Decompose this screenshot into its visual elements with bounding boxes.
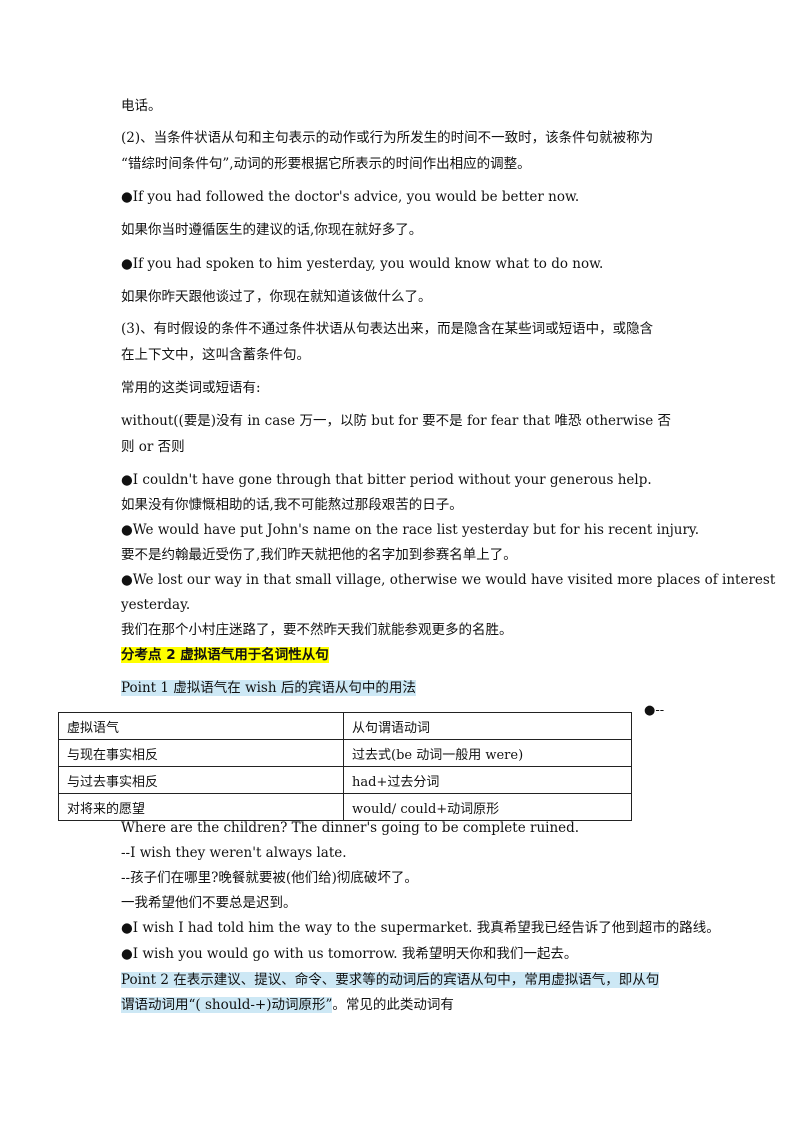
text-line: 我们在那个小村庄迷路了，要不然昨天我们就能参观更多的名胜。 [121, 622, 513, 638]
table-cell: 从句谓语动词 [343, 712, 632, 740]
text-line: 如果你当时遵循医生的建议的话,你现在就好多了。 [121, 222, 423, 238]
text-line: --孩子们在哪里?晚餐就要被(他们给)彻底破坏了。 [121, 870, 418, 886]
text-line: ●I couldn't have gone through that bitte… [121, 472, 652, 488]
text-line: 如果没有你慷慨相助的话,我不可能熬过那段艰苦的日子。 [121, 497, 463, 513]
text-line: Where are the children? The dinner's goi… [121, 820, 580, 836]
text-line: 在上下文中，这叫含蓄条件句。 [121, 347, 310, 363]
table-cell: 与现在事实相反 [58, 739, 344, 767]
table-row: 虚拟语气 从句谓语动词 [58, 712, 632, 740]
text-line: 如果你昨天跟他谈过了，你现在就知道该做什么了。 [121, 289, 432, 305]
heading-highlight: 分考点 2 虚拟语气用于名词性从句 [121, 647, 329, 663]
table-cell: 对将来的愿望 [58, 793, 344, 821]
point2-heading-cont: 谓语动词用“( should-+)动词原形”。常见的此类动词有 [121, 995, 454, 1015]
text-line: without((要是)没有 in case 万一，以防 but for 要不是… [121, 413, 672, 429]
point1-heading: Point 1 虚拟语气在 wish 后的宾语从句中的用法 [121, 678, 416, 698]
table-cell: 虚拟语气 [58, 712, 344, 740]
table-row: 与过去事实相反 had+过去分词 [58, 766, 632, 794]
text-line: ●We would have put John's name on the ra… [121, 522, 700, 538]
text-line: 常用的这类词或短语有: [121, 380, 261, 396]
text-line: 则 or 否则 [121, 439, 185, 455]
section-heading: 分考点 2 虚拟语气用于名词性从句 [121, 645, 329, 665]
text-line: ●I wish you would go with us tomorrow. 我… [121, 946, 578, 962]
point2-highlight: Point 2 在表示建议、提议、命令、要求等的动词后的宾语从句中，常用虚拟语气… [121, 972, 660, 988]
table-cell: would/ could+动词原形 [343, 793, 632, 821]
point2-heading: Point 2 在表示建议、提议、命令、要求等的动词后的宾语从句中，常用虚拟语气… [121, 970, 660, 990]
text-line: ●We lost our way in that small village, … [121, 572, 776, 588]
text-line: 要不是约翰最近受伤了,我们昨天就把他的名字加到参赛名单上了。 [121, 547, 517, 563]
text-line: 电话。 [121, 98, 162, 114]
table-row: 对将来的愿望 would/ could+动词原形 [58, 793, 632, 821]
table-cell: 过去式(be 动词一般用 were) [343, 739, 632, 767]
table-row: 与现在事实相反 过去式(be 动词一般用 were) [58, 739, 632, 767]
side-note: ●-- [644, 703, 665, 718]
point1-highlight: Point 1 虚拟语气在 wish 后的宾语从句中的用法 [121, 680, 416, 696]
text-line: ●If you had spoken to him yesterday, you… [121, 256, 604, 272]
text-line: ●If you had followed the doctor's advice… [121, 189, 580, 205]
table-cell: had+过去分词 [343, 766, 632, 794]
text-line: (3)、有时假设的条件不通过条件状语从句表达出来，而是隐含在某些词或短语中，或隐… [121, 321, 654, 337]
text-line: yesterday. [121, 597, 191, 613]
text-line: “错综时间条件句”,动词的形要根据它所表示的时间作出相应的调整。 [121, 156, 531, 172]
text-line: 一我希望他们不要总是迟到。 [121, 895, 297, 911]
table-cell: 与过去事实相反 [58, 766, 344, 794]
point2-tail: 。常见的此类动词有 [332, 997, 454, 1013]
point2-highlight: 谓语动词用“( should-+)动词原形” [121, 997, 333, 1013]
text-line: ●I wish I had told him the way to the su… [121, 920, 720, 936]
text-line: (2)、当条件状语从句和主句表示的动作或行为所发生的时间不一致时，该条件句就被称… [121, 130, 654, 146]
subjunctive-table: 虚拟语气 从句谓语动词 与现在事实相反 过去式(be 动词一般用 were) 与… [58, 712, 632, 821]
text-line: --I wish they weren't always late. [121, 845, 347, 861]
